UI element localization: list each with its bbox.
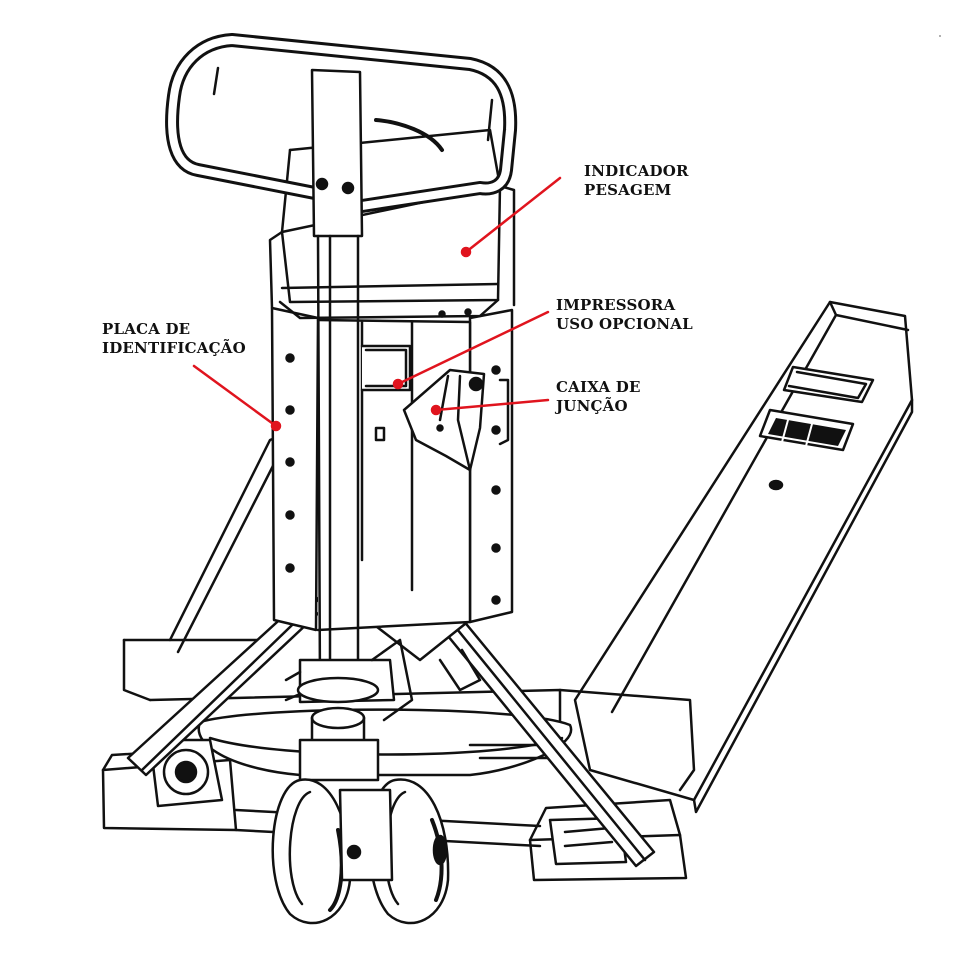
callout-impressora-line1: IMPRESSORA <box>556 296 676 314</box>
callout-indicador-pesagem: INDICADOR PESAGEM <box>584 162 689 200</box>
callout-placa-identificacao: PLACA DE IDENTIFICAÇÃO <box>102 320 246 358</box>
leader-placa <box>192 364 278 428</box>
leader-dot-impressora <box>392 378 404 390</box>
callout-placa-line1: PLACA DE <box>102 320 191 338</box>
callout-indicador-line2: PESAGEM <box>584 181 672 199</box>
leader-indicador <box>464 176 562 254</box>
body-housing <box>268 128 516 632</box>
left-wheel <box>271 778 352 925</box>
callout-indicador-line1: INDICADOR <box>584 162 689 180</box>
leader-dot-caixa <box>430 404 442 416</box>
tow-handle <box>165 33 518 692</box>
callout-caixa-line2: JUNÇÃO <box>556 397 628 415</box>
right-fork <box>573 300 914 814</box>
leader-caixa <box>434 398 550 412</box>
handle-mast <box>310 68 364 238</box>
callout-placa-line2: IDENTIFICAÇÃO <box>102 339 246 357</box>
chassis-base <box>101 688 696 882</box>
callout-impressora: IMPRESSORA USO OPCIONAL <box>556 296 693 334</box>
callout-caixa-line1: CAIXA DE <box>556 378 641 396</box>
speck <box>939 35 941 37</box>
leader-dot-indicador <box>460 246 472 258</box>
leader-impressora <box>396 310 550 386</box>
callout-leaders <box>192 176 562 432</box>
fork-hole <box>768 479 784 491</box>
leader-dot-placa <box>270 420 282 432</box>
hydraulic-pump <box>284 638 414 782</box>
callout-caixa-juncao: CAIXA DE JUNÇÃO <box>556 378 641 416</box>
steer-wheels <box>271 778 450 925</box>
callout-impressora-line2: USO OPCIONAL <box>556 315 693 333</box>
fork-slot-1 <box>782 365 875 404</box>
